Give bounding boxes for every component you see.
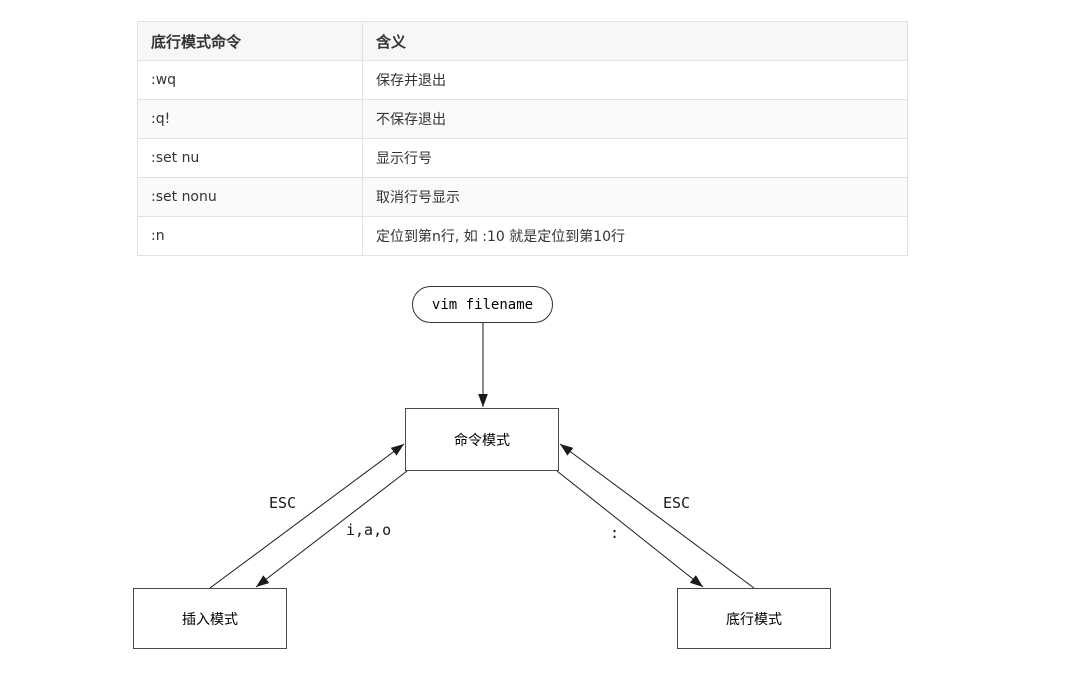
edge-label-esc-right: ESC xyxy=(663,494,691,512)
cell-meaning: 取消行号显示 xyxy=(362,177,908,217)
cell-command: :q! xyxy=(137,99,363,139)
cell-meaning: 不保存退出 xyxy=(362,99,908,139)
lastline-mode-box: 底行模式 xyxy=(677,588,831,649)
edge-label-colon-key: : xyxy=(610,524,620,542)
table-row: :n 定位到第n行, 如 :10 就是定位到第10行 xyxy=(137,216,908,256)
arrow-insert-to-command-esc xyxy=(209,443,405,589)
table-header: 底行模式命令 含义 xyxy=(137,21,908,61)
cell-command: :set nonu xyxy=(137,177,363,217)
vim-modes-diagram-arrows xyxy=(209,323,755,589)
insert-mode-label: 插入模式 xyxy=(182,611,238,628)
command-mode-label: 命令模式 xyxy=(454,432,510,449)
header-command: 底行模式命令 xyxy=(137,21,363,61)
start-node-label: vim filename xyxy=(431,296,534,313)
cell-command: :wq xyxy=(137,60,363,100)
arrow-lastline-to-command-esc xyxy=(559,443,755,589)
insert-mode-box: 插入模式 xyxy=(133,588,287,649)
arrow-command-to-lastline-colon xyxy=(556,470,704,588)
lastline-mode-label: 底行模式 xyxy=(726,611,782,628)
cell-meaning: 定位到第n行, 如 :10 就是定位到第10行 xyxy=(362,216,908,256)
table-row: :q! 不保存退出 xyxy=(137,99,908,139)
cell-meaning: 显示行号 xyxy=(362,138,908,178)
command-mode-box: 命令模式 xyxy=(405,408,559,471)
table-header-row: 底行模式命令 含义 xyxy=(137,21,908,61)
edge-label-esc-left: ESC xyxy=(269,494,297,512)
edge-label-insert-keys: i,a,o xyxy=(346,521,392,539)
table-row: :set nonu 取消行号显示 xyxy=(137,177,908,217)
start-node-vim-filename: vim filename xyxy=(412,286,553,323)
table-row: :set nu 显示行号 xyxy=(137,138,908,178)
table-row: :wq 保存并退出 xyxy=(137,60,908,100)
cell-meaning: 保存并退出 xyxy=(362,60,908,100)
header-meaning: 含义 xyxy=(362,21,908,61)
arrow-command-to-insert-iao xyxy=(255,470,408,588)
cell-command: :n xyxy=(137,216,363,256)
cell-command: :set nu xyxy=(137,138,363,178)
table-body: :wq 保存并退出 :q! 不保存退出 :set nu 显示行号 :set no… xyxy=(137,60,908,256)
commands-table: 底行模式命令 含义 :wq 保存并退出 :q! 不保存退出 :set nu 显示… xyxy=(137,21,908,256)
